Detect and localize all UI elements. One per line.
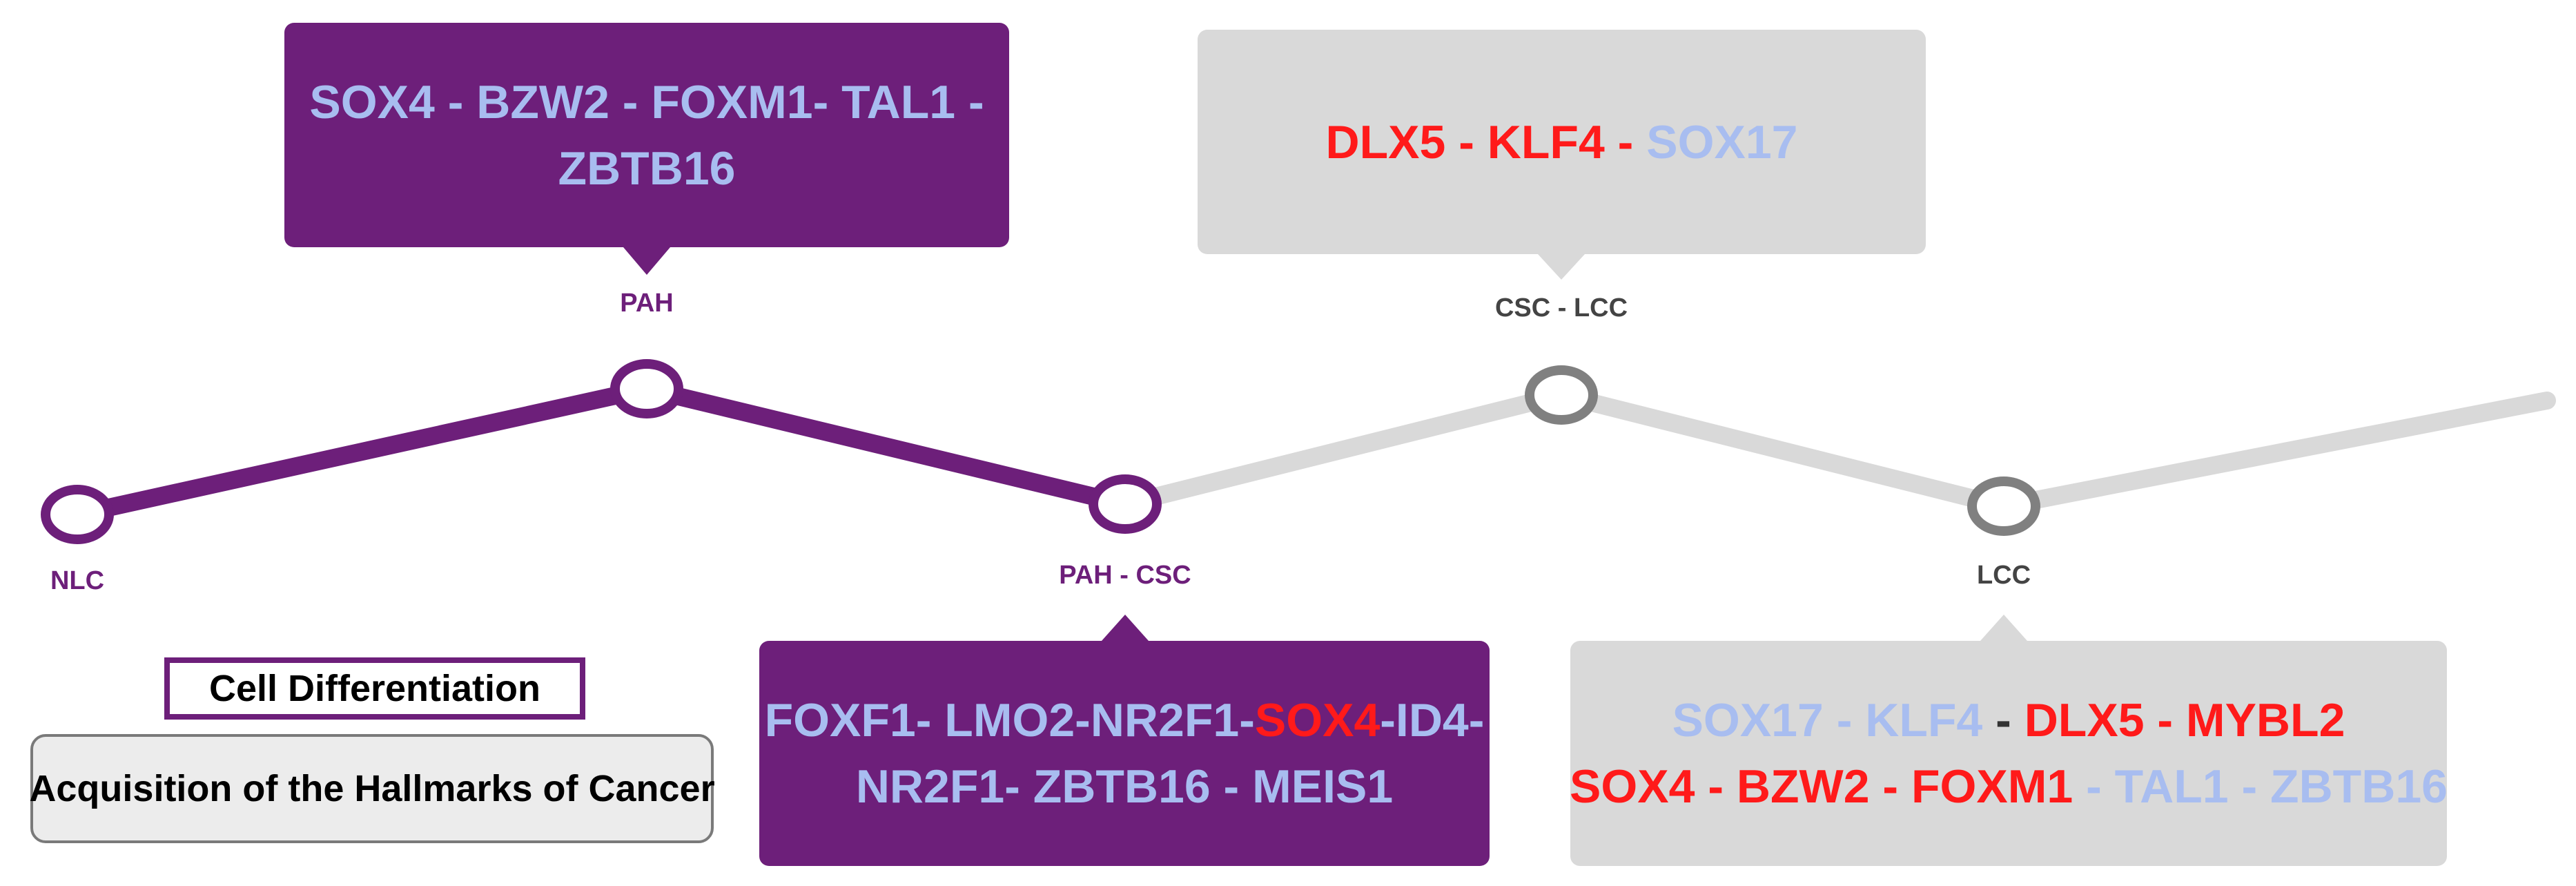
gene-text: - xyxy=(1982,694,2024,747)
node-label-csc-lcc: CSC - LCC xyxy=(1494,293,1628,322)
callout-line: SOX4 - BZW2 - FOXM1 - TAL1 - ZBTB16 xyxy=(1570,753,2448,820)
callout-pah-genes: SOX4 - BZW2 - FOXM1- TAL1 - ZBTB16 xyxy=(284,23,1009,247)
node-csc-lcc xyxy=(1525,365,1598,425)
node-label-pah-csc: PAH - CSC xyxy=(1059,561,1191,590)
callout-pointer-lcc xyxy=(1980,615,2027,641)
callout-csc-lcc-genes: DLX5 - KLF4 - SOX17 xyxy=(1198,30,1926,254)
gene-text: SOX4 - BZW2 - FOXM1- TAL1 - xyxy=(309,75,984,128)
gene-text: NR2F1- ZBTB16 - MEIS1 xyxy=(855,760,1394,813)
node-label-nlc: NLC xyxy=(50,566,105,595)
gene-text: - TAL1 - ZBTB16 xyxy=(2073,760,2448,813)
node-pah xyxy=(610,359,683,418)
node-nlc xyxy=(41,485,114,544)
gene-text: DLX5 - KLF4 - xyxy=(1325,115,1647,168)
legend-hallmarks-of-cancer: Acquisition of the Hallmarks of Cancer xyxy=(29,734,715,843)
callout-line: ZBTB16 xyxy=(558,135,736,202)
node-pah-csc xyxy=(1089,474,1162,534)
callout-box-lcc xyxy=(1570,641,2447,866)
gene-text: FOXF1- LMO2-NR2F1- xyxy=(764,694,1255,747)
callout-pointer-pah-csc xyxy=(1102,615,1149,641)
hallmarks-track xyxy=(1116,386,2556,515)
callout-box-pah-csc xyxy=(759,641,1490,866)
callout-box-csc-lcc xyxy=(1198,30,1926,254)
node-label-pah: PAH xyxy=(620,289,674,318)
gene-text: SOX4 xyxy=(1254,694,1380,747)
legend-cell-differentiation: Cell Differentiation xyxy=(164,657,585,720)
callout-line: FOXF1- LMO2-NR2F1-SOX4-ID4- xyxy=(765,687,1485,753)
callout-pointer-pah xyxy=(623,247,670,275)
differentiation-track xyxy=(68,380,1134,523)
node-label-lcc: LCC xyxy=(1976,561,2031,590)
node-lcc xyxy=(1967,476,2040,536)
gene-text: SOX17 xyxy=(1646,115,1798,168)
callout-line: NR2F1- ZBTB16 - MEIS1 xyxy=(856,753,1393,820)
callout-pointer-csc-lcc xyxy=(1538,254,1585,280)
callout-line: SOX17 - KLF4 - DLX5 - MYBL2 xyxy=(1672,687,2345,753)
callout-pah-csc-genes: FOXF1- LMO2-NR2F1-SOX4-ID4- NR2F1- ZBTB16… xyxy=(759,641,1490,866)
gene-text: DLX5 - MYBL2 xyxy=(2024,694,2345,747)
callout-line: DLX5 - KLF4 - SOX17 xyxy=(1326,109,1798,175)
gene-text: SOX17 - KLF4 xyxy=(1672,694,1983,747)
callout-line: SOX4 - BZW2 - FOXM1- TAL1 - xyxy=(309,69,984,135)
gene-text: ZBTB16 xyxy=(558,142,736,195)
callout-box-pah xyxy=(284,23,1009,247)
gene-text: SOX4 - BZW2 - FOXM1 xyxy=(1570,760,2074,813)
gene-text: -ID4- xyxy=(1380,694,1485,747)
